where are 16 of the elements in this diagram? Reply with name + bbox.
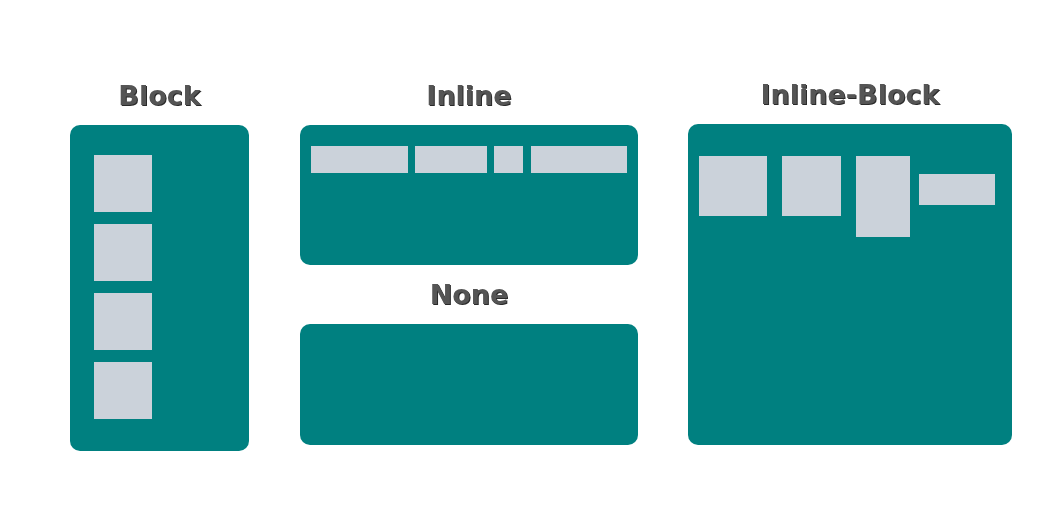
item-block	[919, 174, 995, 205]
item-block	[415, 146, 487, 173]
item-block	[782, 156, 841, 216]
panel-heading: Inline	[426, 78, 512, 113]
panel-heading: Block	[118, 78, 201, 113]
panel-heading: None	[429, 277, 509, 312]
panel-heading: Inline-Block	[760, 77, 940, 112]
item-block	[94, 362, 152, 419]
item-block	[94, 224, 152, 281]
item-block	[856, 156, 910, 237]
item-block	[311, 146, 408, 173]
item-block	[94, 155, 152, 212]
item-block	[94, 293, 152, 350]
item-block	[531, 146, 627, 173]
item-block	[494, 146, 523, 173]
item-block	[699, 156, 767, 216]
